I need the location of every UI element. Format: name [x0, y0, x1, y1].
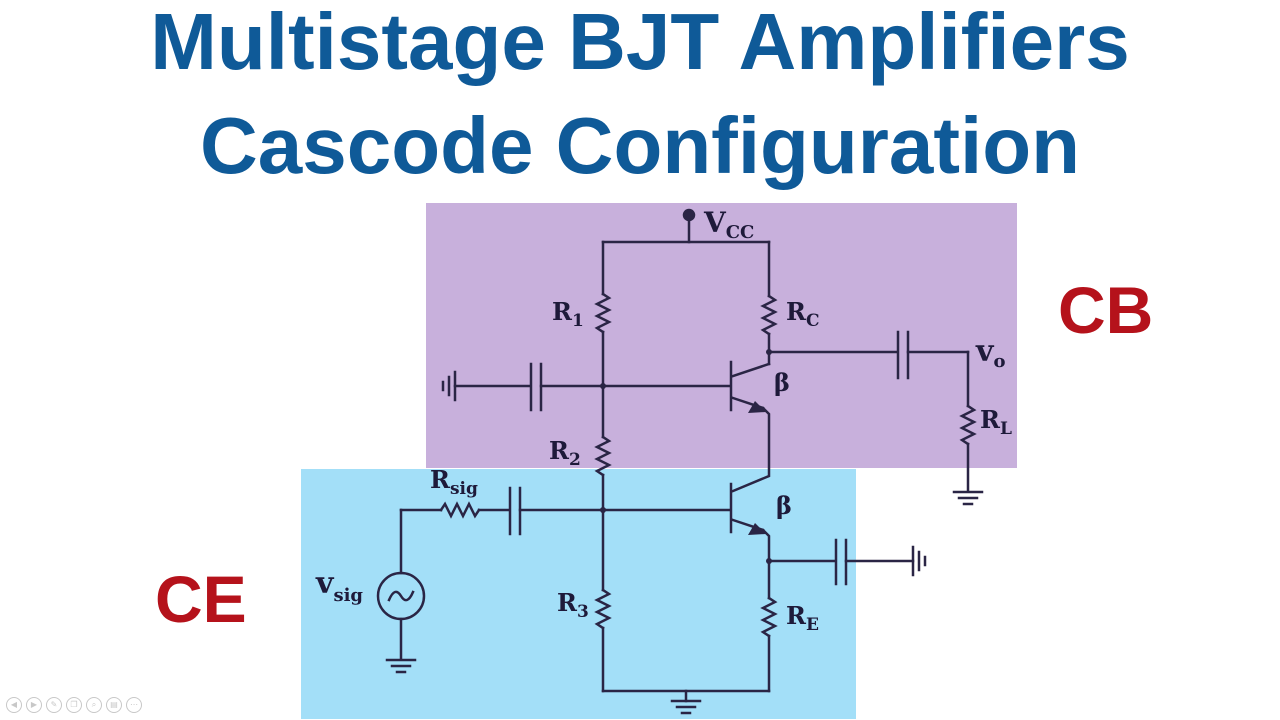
- cb-section-background: [426, 203, 1017, 468]
- vcc-label: VCC: [703, 206, 754, 243]
- r3-resistor: [594, 588, 612, 630]
- re-label: RE: [786, 601, 819, 635]
- rsig-label: Rsig: [430, 465, 478, 499]
- slideshow-toolbar: ◀ ▶ ✎ ❐ ⌕ ▤ ⋯: [6, 697, 142, 713]
- rsig-resistor: [439, 501, 481, 519]
- r2-label: R2: [549, 436, 581, 470]
- pen-icon[interactable]: ✎: [46, 697, 62, 713]
- re-resistor: [760, 596, 778, 638]
- zoom-icon[interactable]: ⌕: [86, 697, 102, 713]
- slides-icon[interactable]: ▤: [106, 697, 122, 713]
- rc-label: RC: [786, 297, 819, 331]
- r2-resistor: [594, 435, 612, 477]
- ce-section-background: [301, 469, 856, 719]
- rl-label: RL: [980, 405, 1012, 439]
- next-icon[interactable]: ▶: [26, 697, 42, 713]
- r1-resistor: [594, 292, 612, 334]
- rc-resistor: [760, 294, 778, 336]
- beta-bottom-label: β: [776, 491, 792, 520]
- vo-label: vo: [975, 334, 1005, 372]
- ce-section-label: CE: [155, 562, 247, 636]
- title-line-2: Cascode Configuration: [199, 101, 1081, 190]
- cb-emitter-arrow-icon: [748, 401, 766, 413]
- cb-section-label: CB: [1058, 273, 1154, 347]
- title-line-1: Multistage BJT Amplifiers: [150, 0, 1130, 86]
- r3-label: R3: [557, 588, 589, 622]
- beta-top-label: β: [774, 368, 790, 397]
- vsig-label: vsig: [315, 566, 363, 606]
- more-icon[interactable]: ⋯: [126, 697, 142, 713]
- rl-resistor: [959, 404, 977, 446]
- ce-emitter-arrow-icon: [748, 523, 766, 535]
- copy-icon[interactable]: ❐: [66, 697, 82, 713]
- prev-icon[interactable]: ◀: [6, 697, 22, 713]
- vcc-terminal-dot: [682, 208, 696, 222]
- r1-label: R1: [552, 297, 584, 331]
